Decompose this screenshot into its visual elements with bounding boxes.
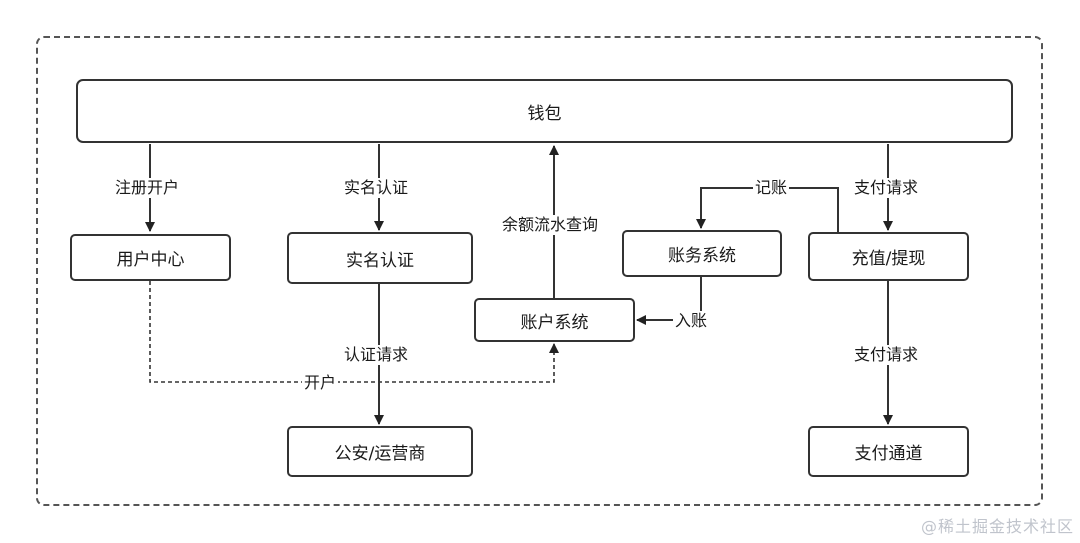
real-name-auth-node: 实名认证 (287, 232, 473, 284)
bookkeeping-label: 记账 (753, 178, 790, 198)
recharge-withdraw-node: 充值/提现 (808, 232, 969, 281)
balance-query-label: 余额流水查询 (500, 215, 601, 235)
police-carrier-node: 公安/运营商 (287, 426, 473, 477)
user-center-node: 用户中心 (70, 234, 231, 281)
watermark: @稀土掘金技术社区 (920, 517, 1074, 536)
wallet-node: 钱包 (76, 79, 1013, 143)
system-boundary (36, 36, 1043, 506)
edge-open-account (149, 281, 559, 383)
post-entry-label: 入账 (673, 311, 710, 331)
open-account-label: 开户 (302, 373, 339, 393)
pay-request-bottom-label: 支付请求 (852, 345, 921, 365)
register-label: 注册开户 (113, 178, 182, 198)
pay-request-top-label: 支付请求 (852, 178, 921, 198)
auth-request-label: 认证请求 (342, 345, 411, 365)
payment-channel-node: 支付通道 (808, 426, 969, 477)
account-system-node: 账户系统 (474, 298, 635, 342)
accounting-system-node: 账务系统 (622, 230, 782, 277)
real-name-label: 实名认证 (342, 178, 411, 198)
